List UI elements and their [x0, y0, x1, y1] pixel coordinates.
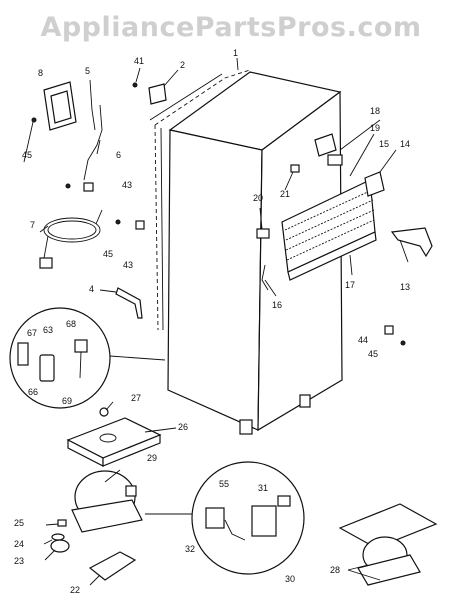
label-69: 69: [62, 396, 72, 406]
compressor: [71, 470, 143, 533]
relay-inset: [9, 307, 166, 409]
control-panel: [43, 81, 77, 131]
label-32: 32: [185, 544, 195, 554]
screw: [65, 183, 71, 189]
connector: [83, 182, 94, 192]
sensor: [256, 228, 270, 239]
label-24: 24: [14, 539, 24, 549]
part-labels: 1 2 4 5 6 7 8 13 14 15 16 17 18 19 20 21…: [14, 48, 410, 595]
label-19: 19: [370, 123, 380, 133]
compressor-assembly: [338, 503, 438, 586]
label-29: 29: [147, 453, 157, 463]
drain-tube: [261, 264, 269, 291]
label-63: 63: [43, 325, 53, 335]
bracket: [364, 171, 385, 197]
label-17: 17: [345, 280, 355, 290]
label-45b: 45: [103, 249, 113, 259]
label-44: 44: [358, 335, 368, 345]
label-43a: 43: [122, 180, 132, 190]
label-66: 66: [28, 387, 38, 397]
label-5: 5: [85, 66, 90, 76]
damper-control: [314, 133, 337, 157]
label-45c: 45: [368, 349, 378, 359]
label-26: 26: [178, 422, 188, 432]
label-14: 14: [400, 139, 410, 149]
label-16: 16: [272, 300, 282, 310]
tube: [115, 287, 143, 319]
label-68: 68: [66, 319, 76, 329]
label-15: 15: [379, 139, 389, 149]
drain-pan: [66, 417, 162, 467]
clip: [135, 220, 145, 230]
leader-lines: [23, 57, 409, 586]
label-7: 7: [30, 220, 35, 230]
label-22: 22: [70, 585, 80, 595]
grille: [327, 154, 343, 166]
screw: [115, 219, 121, 225]
label-18: 18: [370, 106, 380, 116]
label-45a: 45: [22, 150, 32, 160]
label-1: 1: [233, 48, 238, 58]
label-67: 67: [27, 328, 37, 338]
power-cord: [39, 209, 103, 269]
label-25: 25: [14, 518, 24, 528]
relay: [148, 83, 167, 105]
label-13: 13: [400, 282, 410, 292]
label-41: 41: [134, 56, 144, 66]
overload-inset: [145, 461, 305, 575]
label-27: 27: [131, 393, 141, 403]
label-43b: 43: [123, 260, 133, 270]
light-socket: [290, 164, 300, 173]
clip: [57, 519, 67, 527]
label-30: 30: [285, 574, 295, 584]
screw: [31, 117, 37, 123]
wire-harness: [83, 79, 103, 181]
watermark-text: AppliancePartsPros.com: [40, 12, 422, 43]
condenser-coil: [149, 69, 251, 331]
screw: [400, 340, 406, 346]
screw: [132, 82, 138, 88]
label-2: 2: [180, 60, 185, 70]
label-28: 28: [330, 565, 340, 575]
evaporator-coil: [281, 179, 377, 281]
label-4: 4: [89, 284, 94, 294]
label-55: 55: [219, 479, 229, 489]
defrost-heater: [390, 227, 433, 258]
label-23: 23: [14, 556, 24, 566]
grommet: [50, 539, 70, 553]
washer: [51, 533, 65, 541]
label-21: 21: [280, 189, 290, 199]
label-6: 6: [116, 150, 121, 160]
screw: [384, 325, 394, 335]
mounting-bracket: [88, 551, 137, 581]
label-31: 31: [258, 483, 268, 493]
label-20: 20: [253, 193, 263, 203]
label-8: 8: [38, 68, 43, 78]
